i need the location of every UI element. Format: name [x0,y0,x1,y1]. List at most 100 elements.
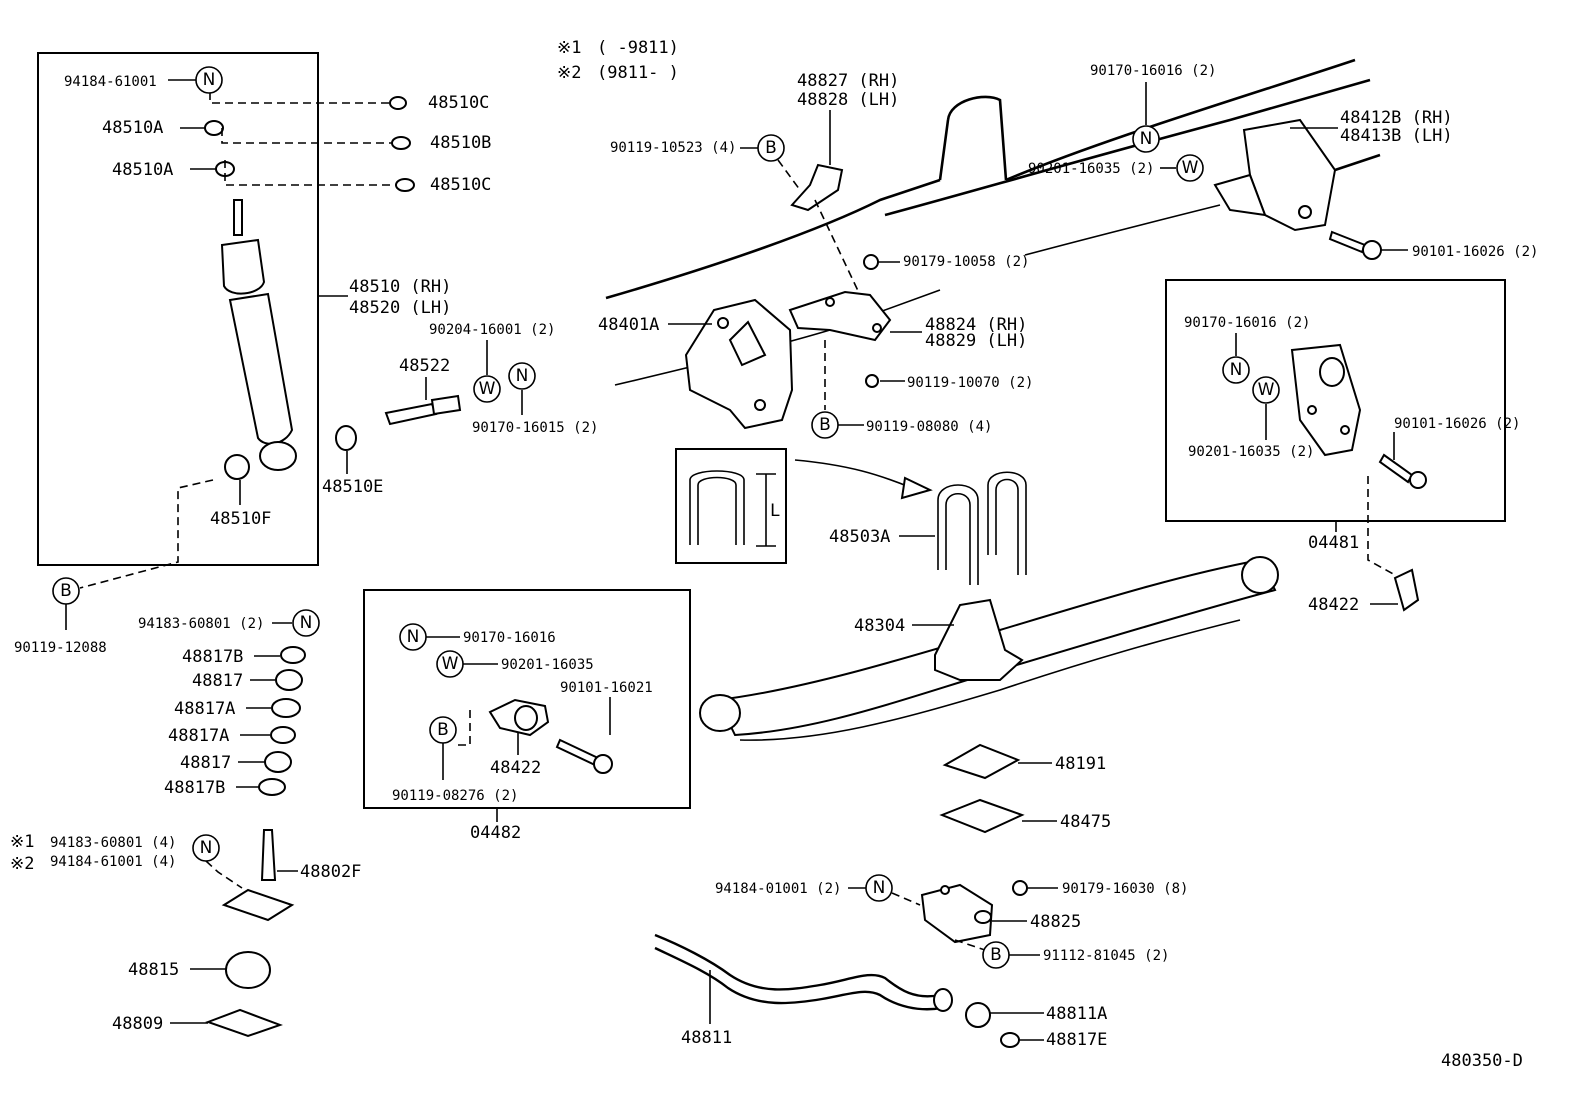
label-91112-81045: 91112-81045 (2) [1043,948,1169,964]
label-48510-rh: 48510 (RH) [349,277,451,297]
label-48510a-2: 48510A [112,160,173,180]
dimension-label-l: L [770,501,780,521]
label-48510b: 48510B [430,133,491,153]
shock-absorber-box [37,52,319,566]
label-48827-rh: 48827 (RH) [797,71,899,91]
label-48824-rh: 48824 (RH) [925,315,1027,335]
note-range-2: (9811- ) [597,63,679,83]
nut-symbol: N [192,834,220,862]
u-bolt-legend-box [675,448,787,564]
svg-text:N: N [300,613,313,633]
label-48503a: 48503A [829,527,890,547]
label-48811: 48811 [681,1028,732,1048]
label-90170-16016-box: 90170-16016 (2) [1184,315,1310,331]
note-mark-2: ※2 [10,854,34,874]
label-48825: 48825 [1030,912,1081,932]
label-48817-2: 48817 [180,753,231,773]
label-90179-10058: 90179-10058 (2) [903,254,1029,270]
bracket-48825-drawing [920,883,994,944]
nut-drawing [863,254,879,270]
svg-text:N: N [200,838,213,858]
svg-text:W: W [442,654,459,674]
bracket-48422-left-drawing [488,698,613,774]
label-48809: 48809 [112,1014,163,1034]
leaf-spring-drawing [699,556,1279,741]
label-48510c: 48510C [428,93,489,113]
dashed-leader [205,860,243,889]
svg-text:B: B [819,415,831,435]
dashed-leader [954,939,986,951]
label-90170-16015: 90170-16015 (2) [472,420,598,436]
nut-symbol: N [508,362,536,390]
label-48817a-2: 48817A [168,726,229,746]
link-drawing [221,829,295,922]
bolt-symbol: B [52,577,80,605]
nut-symbol: N [399,623,427,651]
shock-absorber-drawing [204,96,462,480]
label-48828-lh: 48828 (LH) [797,90,899,110]
nut-symbol: N [1132,125,1160,153]
diagram-id: 480350-D [1441,1051,1523,1071]
bracket-kit-box [363,589,691,809]
label-90204-16001: 90204-16001 (2) [429,322,555,338]
svg-text:B: B [437,720,449,740]
dashed-leader [891,892,921,906]
label-48510c-2: 48510C [430,175,491,195]
label-90119-10523: 90119-10523 (4) [610,140,736,156]
legend-arrowhead [900,476,933,500]
svg-text:W: W [479,379,496,399]
label-48422-right: 48422 [1308,595,1359,615]
cushion-drawing [225,951,271,989]
nut-symbol: N [1222,356,1250,384]
label-48522: 48522 [399,356,450,376]
label-04482: 04482 [470,823,521,843]
label-90170-16016-left: 90170-16016 [463,630,556,646]
label-48520-lh: 48520 (LH) [349,298,451,318]
label-90201-16035-box: 90201-16035 (2) [1188,444,1314,460]
bracket-48401a-drawing [684,298,794,430]
pads-drawing [939,743,1025,834]
dashed-leader [456,710,471,746]
nut-symbol: N [195,66,223,94]
label-48191: 48191 [1055,754,1106,774]
svg-text:N: N [1140,129,1153,149]
bushing-drawings [258,646,306,796]
label-48815: 48815 [128,960,179,980]
bolt-drawing [1328,230,1382,260]
label-48817b-2: 48817B [164,778,225,798]
label-90179-16030: 90179-16030 (8) [1062,881,1188,897]
label-48401a: 48401A [598,315,659,335]
nut-symbol: N [292,609,320,637]
stabilizer-bar-drawing [654,933,1020,1048]
label-48817: 48817 [192,671,243,691]
nut-symbol: N [865,874,893,902]
label-90101-16026-top: 90101-16026 (2) [1412,244,1538,260]
label-90119-12088: 90119-12088 [14,640,107,656]
label-48817b: 48817B [182,647,243,667]
label-90119-10070: 90119-10070 (2) [907,375,1033,391]
label-94183-60801: 94183-60801 (2) [138,616,264,632]
label-90201-16035-left: 90201-16035 [501,657,594,673]
bolt-symbol: B [429,716,457,744]
svg-text:B: B [990,945,1002,965]
dashed-leader [1367,476,1396,576]
note-mark-1: ※1 [10,832,34,852]
shackle-bolt-drawing [1378,453,1427,489]
svg-text:N: N [516,366,529,386]
svg-text:B: B [765,138,777,158]
shackle-drawing [1290,343,1362,457]
washer-symbol: W [436,650,464,678]
label-90119-08276: 90119-08276 (2) [392,788,518,804]
hanger-bracket-drawing [1213,118,1337,232]
note-mark-2-top: ※2 [557,63,581,83]
label-48510a: 48510A [102,118,163,138]
u-bolt-legend-drawing [689,470,776,547]
label-90101-16026-box: 90101-16026 (2) [1394,416,1520,432]
svg-text:N: N [407,627,420,647]
label-90170-16016-top: 90170-16016 (2) [1090,63,1216,79]
label-48475: 48475 [1060,812,1111,832]
svg-text:N: N [873,878,886,898]
label-48829-lh: 48829 (LH) [925,331,1027,351]
label-90201-16035-top: 90201-16035 (2) [1028,161,1154,177]
